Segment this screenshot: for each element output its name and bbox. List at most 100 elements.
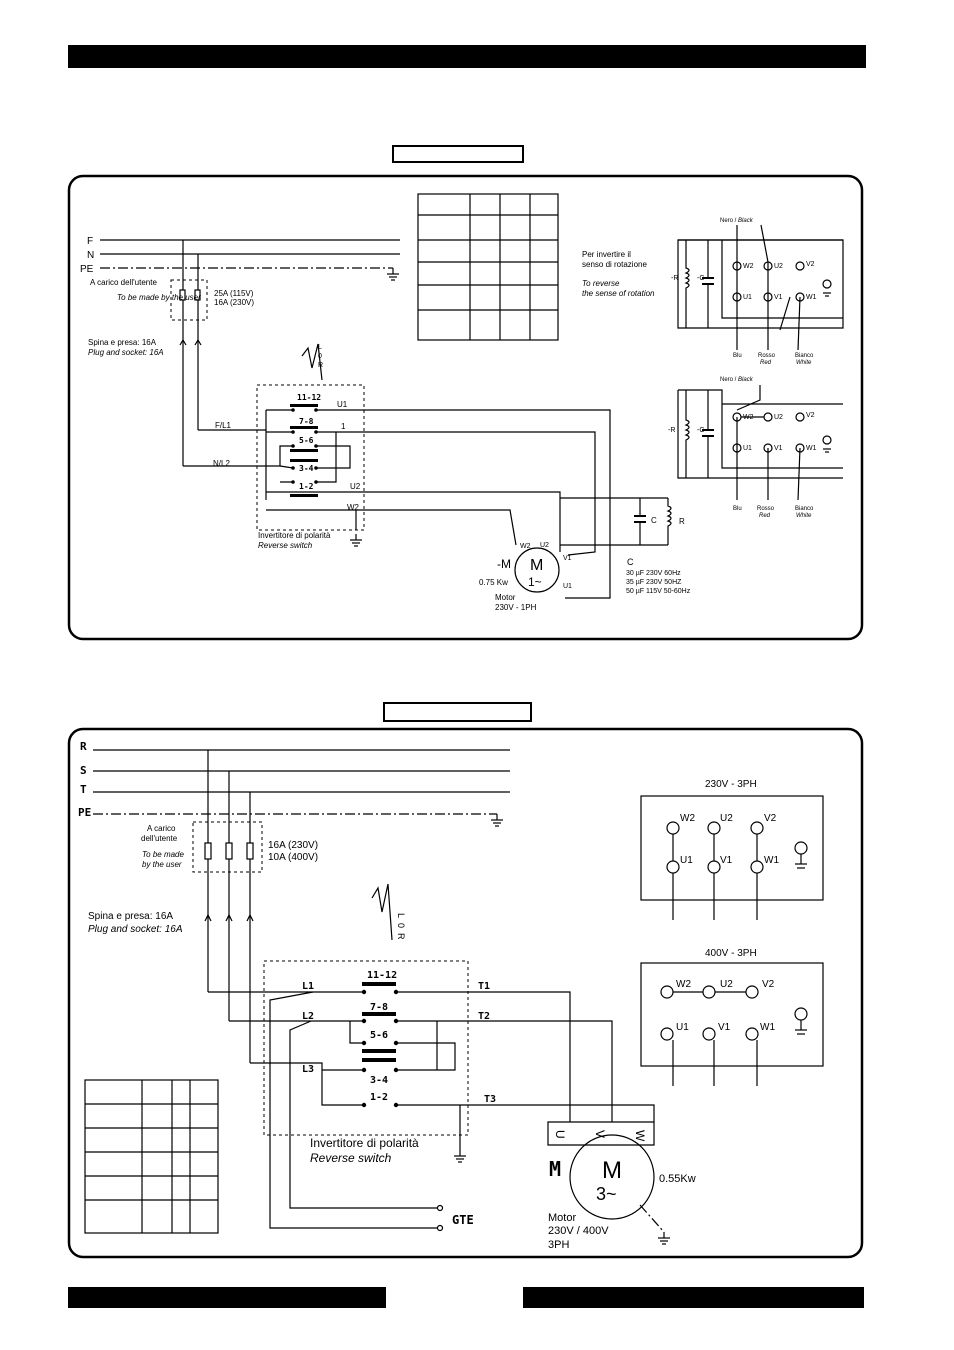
motor-term-u: U	[553, 1130, 567, 1139]
switch-label-it: Invertitore di polarità	[310, 1136, 419, 1150]
motor-term-w: W	[633, 1130, 647, 1142]
fuse-icon	[246, 842, 254, 860]
reverse-switch-box	[263, 960, 469, 1136]
motor-3ph	[569, 1134, 655, 1220]
wire-l2-t2	[229, 1020, 613, 1122]
ground-icon	[349, 533, 363, 547]
tb-v1: V1	[718, 1022, 731, 1033]
empty-table-2	[84, 1079, 219, 1234]
selector-switch-icon	[371, 883, 393, 941]
gte-terminal	[436, 1204, 444, 1212]
cap-label-c: C	[651, 516, 657, 525]
diagram-three-phase: R S T PE A carico dell'utente To be made…	[67, 727, 864, 1259]
motor-label: Motor	[548, 1212, 576, 1224]
switch-label-it: Invertitore di polarità	[258, 531, 331, 540]
cap-row-3: 50 µF 115V 50-60Hz	[626, 588, 691, 595]
wire-bridges	[279, 432, 351, 483]
wire-gte-1	[269, 991, 437, 1229]
lead-red: Red	[759, 513, 771, 519]
label-l3: L3	[302, 1064, 314, 1075]
tb-w2: W2	[676, 979, 691, 990]
lead-red: Red	[760, 360, 772, 366]
user-load-it: A carico dell'utente	[90, 278, 157, 287]
terminal-block-1a: Nero / Black -R -C W2 U2 V2 U1 V1 W1 Blu…	[671, 218, 844, 366]
user-load-en: To be made by the user	[117, 293, 201, 302]
motor-tag: M	[549, 1157, 561, 1181]
header-bar	[68, 45, 866, 68]
wire-leads	[736, 224, 801, 351]
diagram-title-box-1	[392, 145, 524, 163]
user-fuse-box	[170, 279, 208, 321]
contacts-2: 11-12 7-8 5-6 3-4 1-2	[361, 970, 399, 1108]
tb-v2: V2	[806, 261, 815, 268]
label-l1: L1	[302, 981, 314, 992]
tb-w1: W1	[760, 1022, 775, 1033]
cap-wires	[560, 497, 668, 546]
tb-v1: V1	[774, 445, 783, 452]
c-tag: -C	[697, 275, 704, 282]
selector-switch-icon	[301, 343, 323, 381]
reverse-en-2: the sense of rotation	[582, 289, 655, 298]
r-tag: -R	[668, 427, 675, 434]
footer-bar-right	[523, 1287, 864, 1308]
lead-blu: Blu	[733, 506, 742, 512]
label-t1: T1	[478, 981, 490, 992]
tb-v2: V2	[764, 813, 777, 824]
lead-rosso: Rosso	[757, 506, 775, 512]
wire-leads	[736, 385, 801, 501]
user-fuse-box	[192, 821, 263, 873]
lead-blu: Blu	[733, 353, 742, 359]
switch-pos-r: R	[396, 933, 406, 940]
res-label-r: R	[679, 517, 685, 526]
ground-icon	[657, 1231, 671, 1245]
motor-phase: 3~	[596, 1184, 617, 1204]
r-coil-icon	[684, 390, 690, 478]
motor-phase: 1~	[528, 575, 542, 589]
motor-power: 0.75 Kw	[479, 578, 508, 587]
label-nl2: N/L2	[213, 459, 230, 468]
motor-label: Motor	[495, 593, 516, 602]
fuse-icon	[204, 842, 212, 860]
switch-pos-l: L	[396, 913, 406, 918]
switch-pos-0: 0	[396, 923, 406, 928]
empty-table-1	[417, 193, 559, 341]
user-load-en-2: by the user	[142, 860, 182, 869]
tb-w2: W2	[743, 263, 754, 270]
motor-power: 0.55Kw	[659, 1173, 696, 1185]
switch-label-en: Reverse switch	[258, 541, 313, 550]
line-label-f: F	[87, 236, 93, 247]
tb-v1: V1	[774, 294, 783, 301]
tb-w1: W1	[764, 855, 779, 866]
motor-term-u2: U2	[540, 542, 549, 549]
reverse-en-1: To reverse	[582, 279, 620, 288]
label-fl1: F/L1	[215, 421, 232, 430]
nero-label: Nero /	[720, 218, 738, 224]
tb-u1: U1	[676, 1022, 689, 1033]
c-tag: -C	[697, 427, 704, 434]
line-label-n: N	[87, 250, 94, 261]
switch-pos-0: 0	[318, 353, 322, 360]
diagram-1-frame	[67, 174, 864, 641]
motor-tag: -M	[497, 557, 511, 571]
cap-row-1: 30 µF 230V 60Hz	[626, 570, 681, 577]
cap-row-2: 35 µF 230V 50HZ	[626, 579, 682, 586]
lead-white: White	[796, 360, 812, 366]
svg-text:Nero / Black: Nero / Black	[720, 218, 754, 224]
contact-label: 11-12	[297, 393, 321, 402]
line-label-s: S	[80, 764, 87, 777]
motor-term-v1: V1	[563, 555, 572, 562]
tb-w1: W1	[806, 294, 817, 301]
label-t2: T2	[478, 1011, 490, 1022]
label-w2: W2	[347, 503, 360, 512]
earth-terminal-icon	[794, 841, 808, 855]
tb400-title: 400V - 3PH	[705, 948, 757, 959]
black-label: Black	[738, 377, 754, 383]
wire-nl2	[183, 445, 293, 467]
ground-icon	[490, 813, 504, 827]
motor-term-u1: U1	[563, 583, 572, 590]
line-label-pe: PE	[80, 264, 94, 275]
plug-en: Plug and socket: 16A	[88, 348, 164, 357]
label-l2: L2	[302, 1011, 314, 1022]
svg-text:Nero / Black: Nero / Black	[720, 377, 754, 383]
